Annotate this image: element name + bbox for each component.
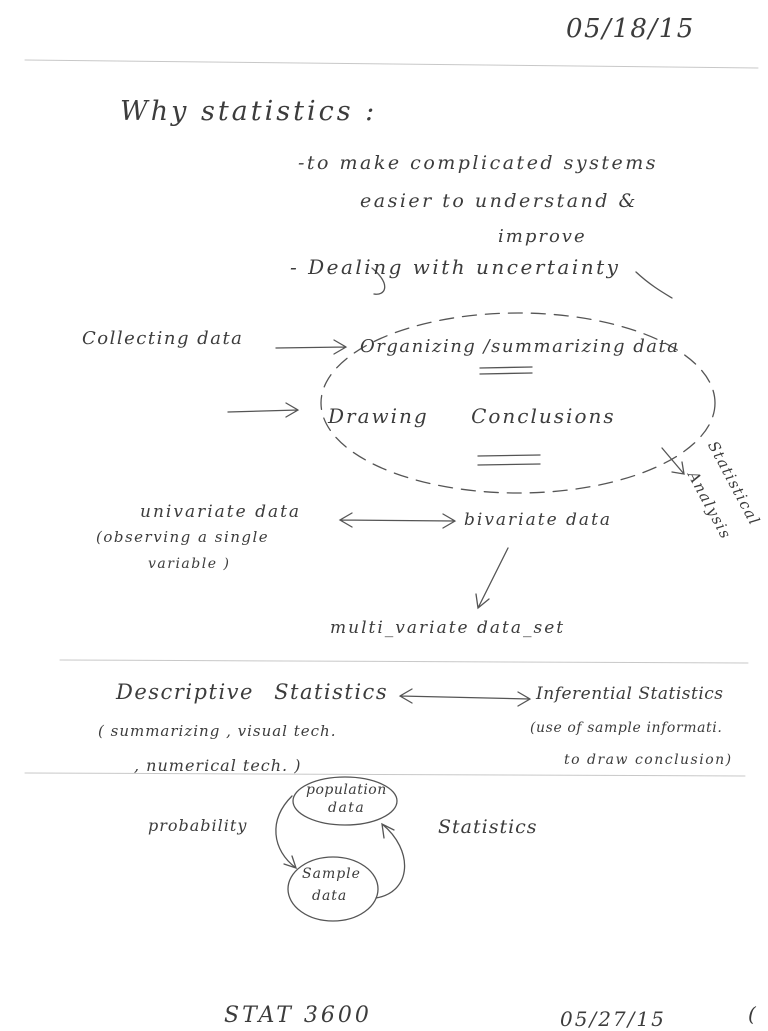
bivariate-data: bivariate data	[464, 510, 613, 530]
descriptive-note-2: , numerical tech. )	[134, 756, 302, 775]
top-rule	[24, 59, 759, 69]
footer-mark: (	[748, 1002, 758, 1026]
statistics-label: Statistics	[438, 816, 538, 838]
multivariate-data-set: multi_variate data_set	[330, 618, 566, 638]
why-bullet1-line1: -to make complicated systems	[298, 152, 659, 174]
organizing-data: Organizing /summarizing data	[360, 336, 680, 357]
uncertainty-hook	[635, 271, 673, 299]
arrow-descriptive-inferential	[398, 688, 532, 707]
arrow-bivariate-multivariate	[475, 547, 509, 610]
inferential-note-2: to draw conclusion)	[564, 752, 733, 768]
descriptive-statistics: Descriptive Statistics	[116, 680, 389, 704]
univariate-data: univariate data	[140, 502, 302, 522]
underline-4	[477, 463, 541, 466]
why-bullet1-line3: improve	[498, 226, 587, 247]
population-bubble	[292, 776, 398, 826]
analysis-ellipse	[320, 312, 716, 494]
univariate-note-1: (observing a single	[96, 528, 270, 546]
middle-rule	[59, 659, 749, 664]
drawing-conclusions: Drawing Conclusions	[328, 404, 616, 428]
footer-date: 05/27/15	[560, 1007, 666, 1031]
inferential-note-1: (use of sample informati.	[530, 720, 723, 736]
why-title: Why statistics :	[120, 96, 378, 127]
population-data-label-2: data	[328, 800, 366, 816]
header-date: 05/18/15	[566, 14, 695, 44]
footer-course: STAT 3600	[224, 1003, 372, 1028]
sample-data-label-1: Sample	[302, 866, 361, 882]
descriptive-note-1: ( summarizing , visual tech.	[98, 722, 337, 740]
probability-label: probability	[148, 816, 248, 835]
inferential-statistics: Inferential Statistics	[536, 684, 724, 704]
arrow-to-analysis	[661, 447, 685, 475]
arrow-statistics	[375, 822, 406, 899]
dealing-hook	[371, 267, 386, 295]
collecting-data: Collecting data	[82, 328, 244, 349]
why-bullet2: - Dealing with uncertainty	[290, 255, 621, 279]
sample-data-label-2: data	[312, 888, 348, 904]
arrow-to-drawing	[227, 402, 300, 418]
underline-1	[479, 366, 533, 369]
underline-2	[479, 372, 533, 375]
arrow-collecting-organizing	[275, 339, 348, 355]
underline-3	[477, 454, 541, 457]
univariate-note-2: variable )	[148, 556, 231, 572]
lower-rule	[24, 772, 746, 777]
arrow-probability	[275, 795, 298, 870]
why-bullet1-line2: easier to understand &	[360, 190, 638, 212]
arrow-univariate-bivariate	[338, 512, 457, 529]
sample-bubble	[287, 856, 379, 922]
population-data-label-1: population	[306, 782, 387, 798]
